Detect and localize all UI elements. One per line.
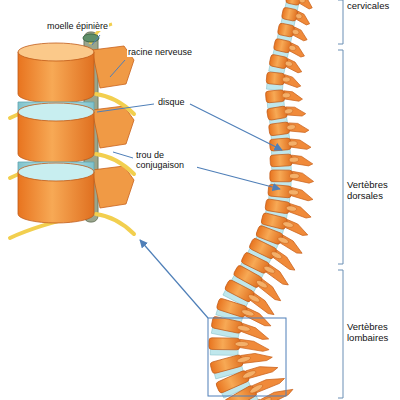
spinous-process [296,11,312,25]
vertebral-body [216,298,248,318]
transverse-process [282,77,290,83]
transverse-process [295,13,302,19]
transverse-process [270,250,283,260]
disc [18,162,94,181]
leader-arrow [190,104,282,150]
transverse-process [288,189,299,195]
spine-column [209,0,315,400]
spinous-process [292,27,309,41]
nerve-root [96,214,134,234]
inset-arrow [140,240,208,318]
vertebral-body [268,122,290,136]
vertebra [270,153,313,173]
transverse-process [236,355,251,364]
body-top [18,43,94,61]
inset-frame [208,318,286,396]
leader-line [92,35,100,45]
transverse-process [242,369,257,379]
spinous-process [285,59,303,74]
leader-line [110,60,125,77]
vertebra-detail [10,24,134,238]
transverse-process [299,0,306,3]
transverse-process [286,124,295,130]
bracket [338,50,343,264]
transverse-process [289,157,299,163]
part-label: trou de conjugaison [135,150,197,171]
transverse-process [255,279,268,289]
vertebral-body [211,316,243,334]
body-top [18,103,94,121]
transverse-process [292,29,300,35]
part-label: racine nerveuse [127,47,193,57]
vertebral-body [277,23,295,38]
leader-line [97,104,154,112]
vertebral-body [266,72,285,85]
region-label: Vertèbres lombaires [346,322,398,344]
transverse-process [288,141,298,147]
region-label: cervicales [346,1,398,12]
spinous-process [246,359,279,382]
vertebral-body [265,90,285,103]
transverse-process [241,309,255,318]
vertebral-body [273,38,291,53]
spine-axis [240,0,302,400]
vertebral-body [269,54,288,69]
bracket [338,270,343,398]
transverse-process [286,205,297,212]
spinous-process [289,43,307,58]
disc [18,102,94,121]
transverse-process [282,221,294,229]
spinous-process [299,0,314,10]
leader-lines [92,0,343,398]
vertebra [209,338,270,356]
part-label: disque [157,97,186,107]
vertebra [232,380,296,400]
body-top [18,163,94,181]
vertebral-body [267,106,288,121]
transverse-process [285,60,293,67]
transverse-process [289,173,299,178]
leader-arrow [196,167,280,189]
transverse-process [237,324,251,332]
leader-line [113,152,133,158]
transverse-process [249,383,264,395]
transverse-process [235,341,249,346]
cord-section [83,34,99,42]
transverse-process [277,236,289,245]
vertebral-body [281,7,298,21]
transverse-process [282,92,291,98]
transverse-process [247,293,261,303]
vertebral-body [270,170,293,182]
bracket [338,0,343,44]
vertebral-body [232,399,267,400]
vertebral-body [265,199,291,214]
transverse-process [288,45,296,52]
spinous-process [261,381,294,400]
vertebral-body [270,154,292,167]
transverse-process [257,396,272,400]
vertebra [266,72,302,92]
posterior-arch [92,166,134,208]
region-label: Vertèbres dorsales [346,180,398,202]
part-label: moelle épinière [46,21,109,31]
vertebra [265,88,303,108]
transverse-process [284,108,293,114]
vertebral-body [210,354,244,374]
transverse-process [263,265,276,275]
